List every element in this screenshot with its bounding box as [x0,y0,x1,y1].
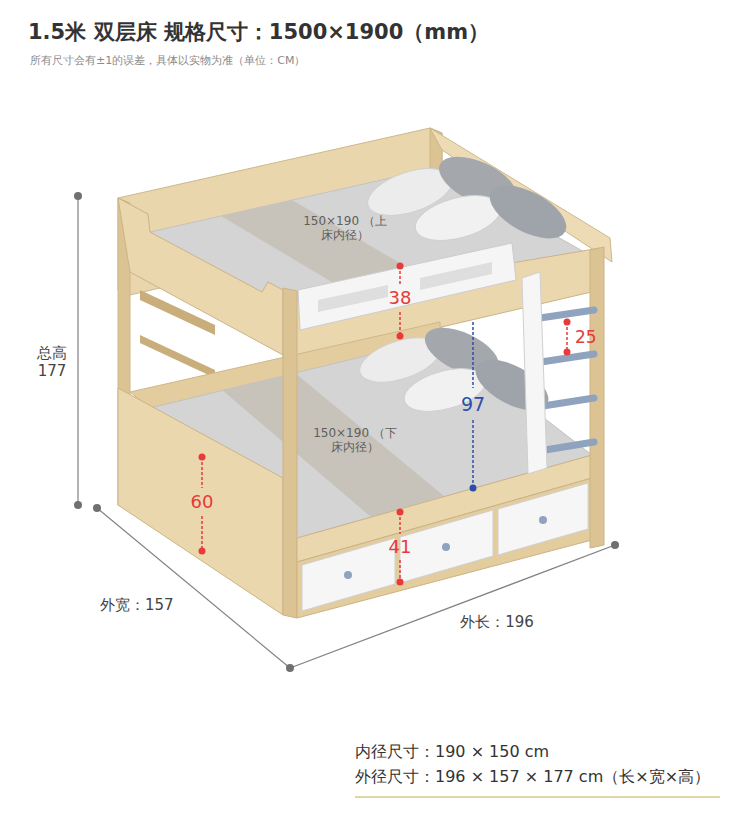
pillow [482,175,575,250]
bed-size-label: 150×190 （上床内径） [303,214,387,243]
dimension-dot [470,485,477,492]
overall-dimension-dots [74,192,619,672]
dimension-label: 60 [191,491,214,513]
bed-size-label: 150×190 （下床内径） [313,426,397,455]
overall-dimension-lines [78,196,615,668]
left-headboard-lower [118,388,283,615]
guard-slot [420,262,492,290]
left-headboard-upper [118,198,283,355]
length-label: 外长：196 [460,613,534,631]
shelf [140,290,215,335]
ladder-side [522,272,547,474]
drawer [302,538,395,611]
dimension-dots [199,263,571,586]
width-label: 外宽：157 [100,596,174,614]
spec-text: 内径尺寸：190 × 150 cm [355,742,549,761]
drawer-knob [539,516,547,524]
caption: 所有尺寸会有±1的误差，具体以实物为准（单位：CM） [30,54,305,67]
guard-rail [298,243,516,330]
total-height-label: 总高 177 [34,344,70,380]
underline [355,796,720,798]
guard-slot [318,285,388,312]
dimension-lines [202,266,567,582]
drawer [498,483,588,555]
dimension-label: 25 [575,327,597,347]
drawer-knob [344,571,352,579]
shelf [140,335,215,378]
spec-text: 外径尺寸：196 × 157 × 177 cm（长×宽×高） [355,767,710,786]
drawer-knob [442,543,450,551]
drawer [400,510,493,583]
front-left-post [283,288,297,618]
drawer-base [297,478,592,618]
dimension-label: 38 [389,287,412,309]
dimension-label: 97 [461,393,485,416]
dimension-label: 41 [389,536,412,558]
title: 1.5米 双层床 规格尺寸：1500×1900（mm） [28,20,489,45]
